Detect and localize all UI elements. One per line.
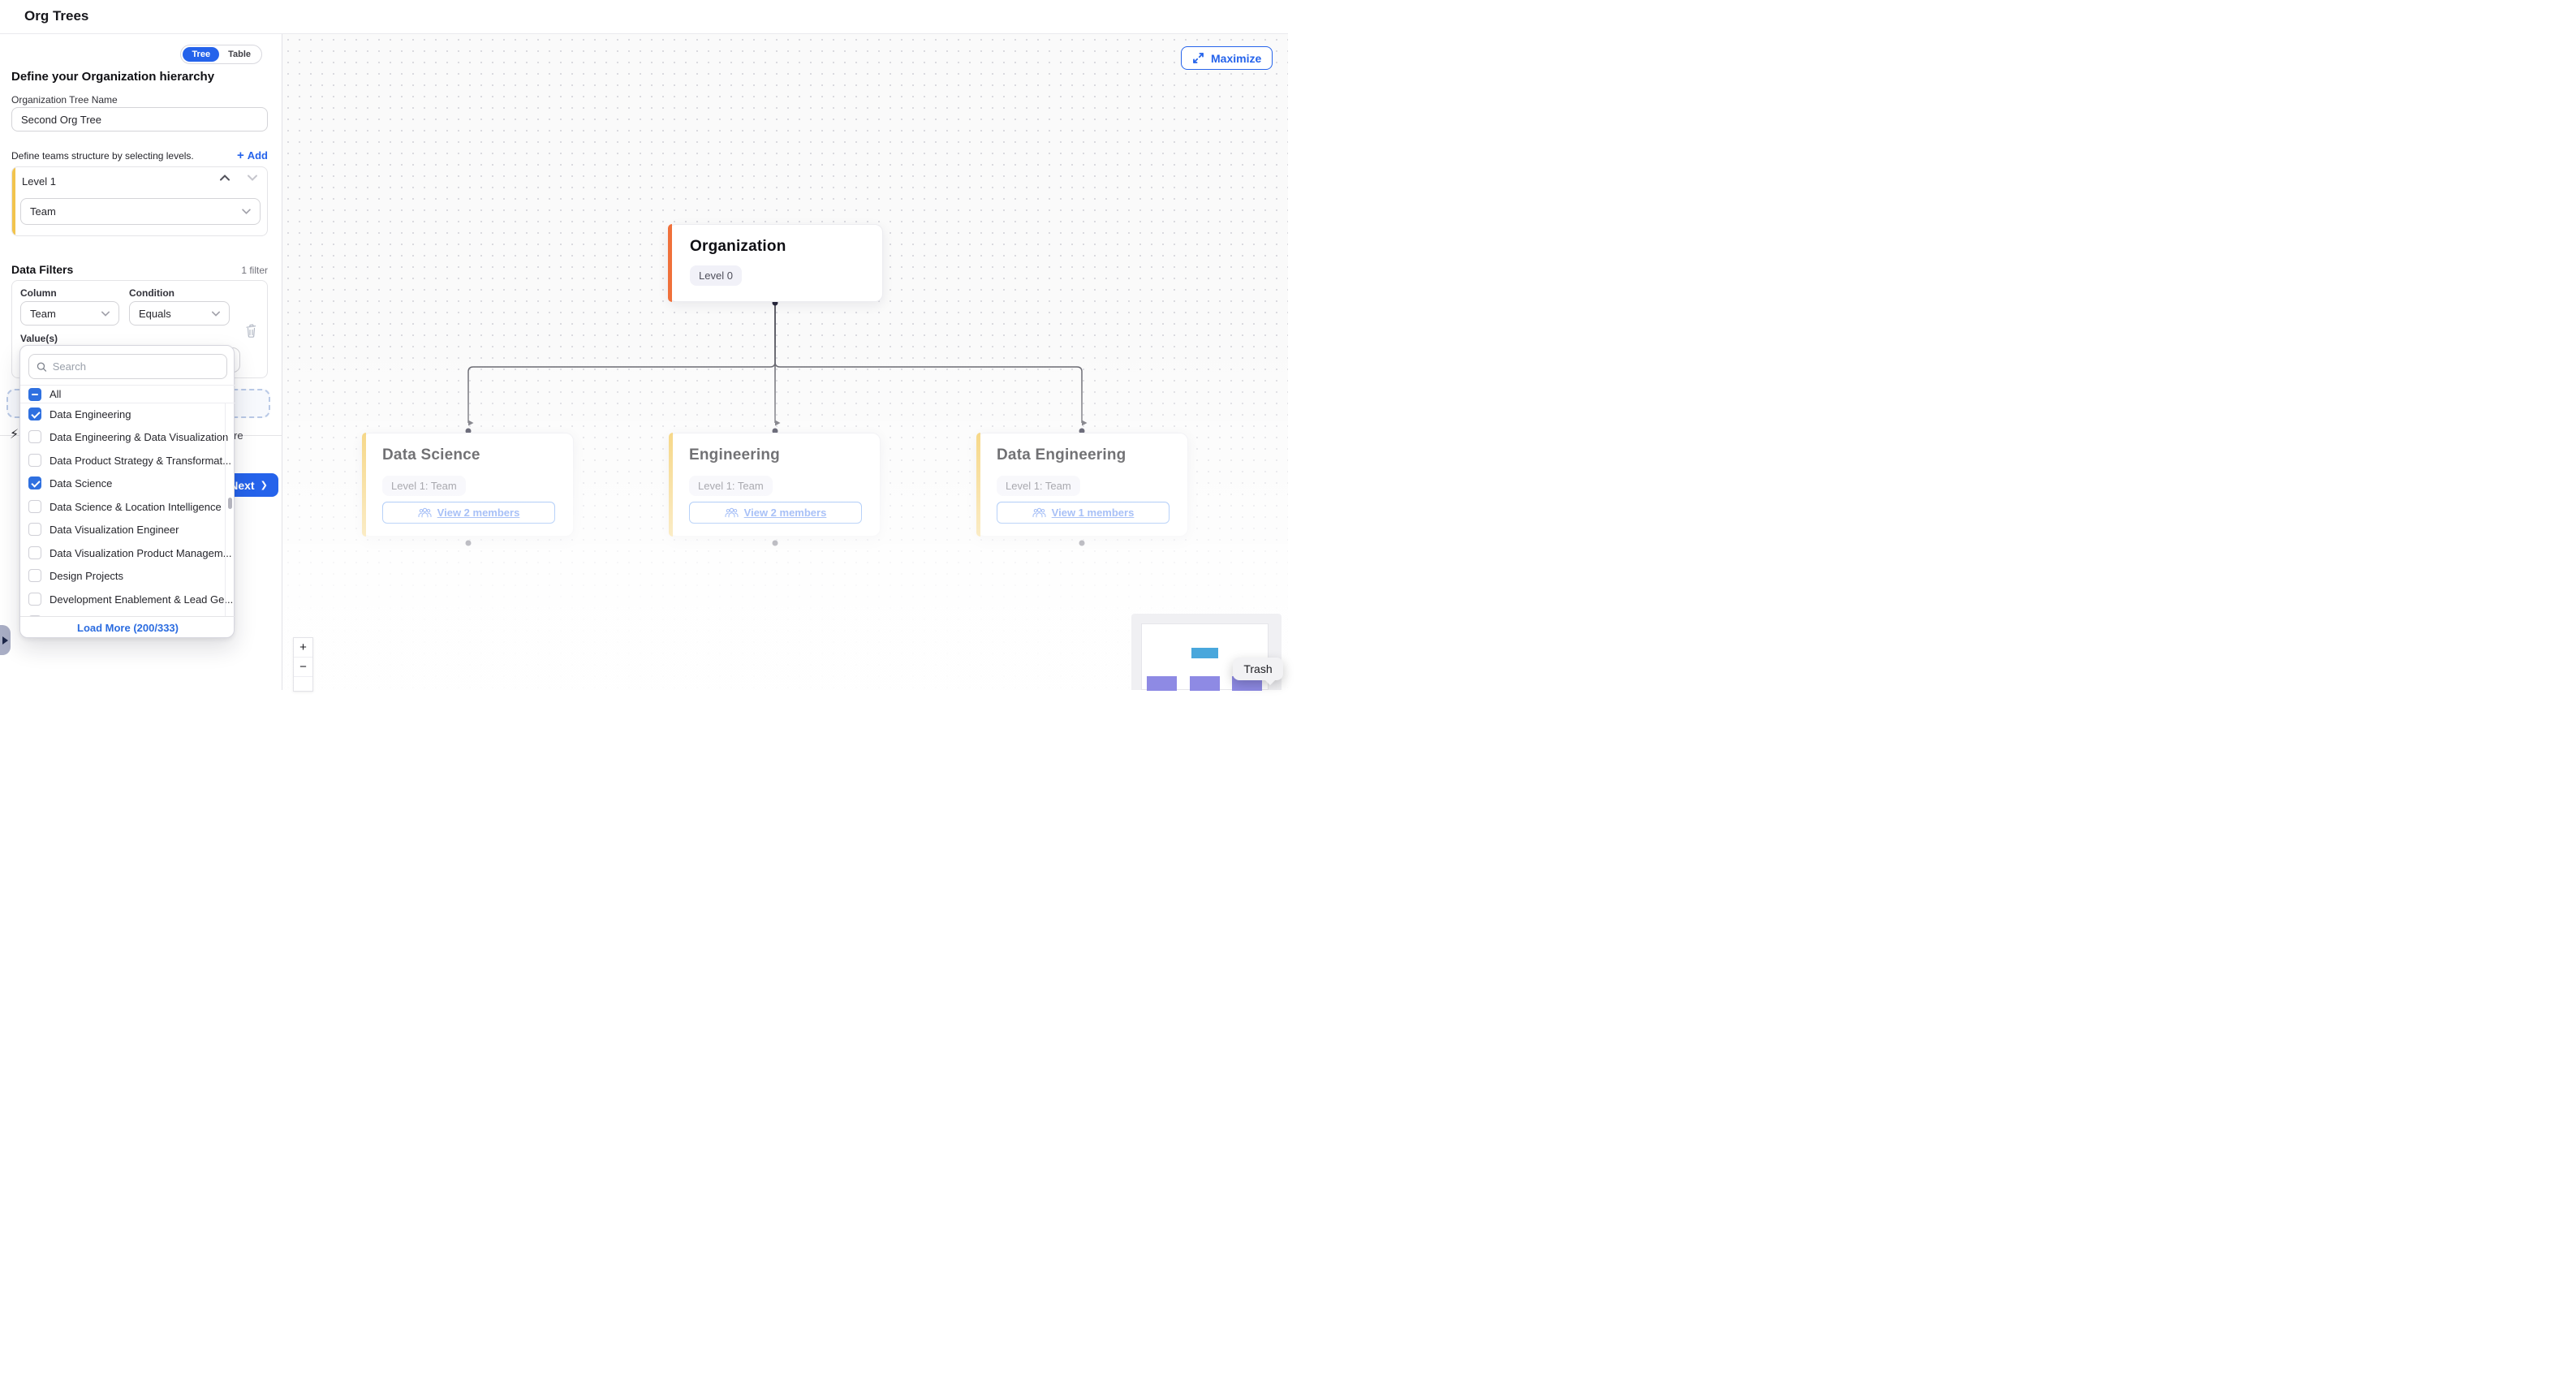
levels-description: Define teams structure by selecting leve… (11, 149, 194, 162)
item-checkbox[interactable] (28, 408, 41, 420)
list-item[interactable]: Development Enablement & Lead Ge... (20, 588, 233, 610)
item-checkbox[interactable] (28, 454, 41, 467)
dropdown-search[interactable] (28, 354, 227, 379)
org-node-root[interactable]: Organization Level 0 (668, 224, 883, 302)
item-checkbox[interactable] (28, 546, 41, 559)
list-item[interactable]: Design Projects (20, 564, 225, 587)
fit-view-button[interactable] (294, 677, 312, 691)
select-all-row[interactable]: All (20, 386, 235, 403)
item-checkbox[interactable] (28, 500, 41, 513)
values-label: Value(s) (20, 333, 58, 344)
minimap-viewport (1141, 623, 1269, 691)
zoom-in-button[interactable]: + (294, 638, 312, 658)
item-checkbox[interactable] (28, 430, 41, 443)
tree-name-label: Organization Tree Name (11, 94, 118, 106)
level-title: Level 1 (22, 175, 56, 188)
scrollbar-track (225, 403, 226, 616)
maximize-icon (1193, 53, 1204, 63)
node-level-badge: Level 0 (690, 265, 742, 286)
trash-tooltip: Trash (1233, 658, 1283, 680)
node-title: Organization (690, 238, 786, 255)
canvas-fade-overlay (282, 34, 1288, 690)
node-level-badge: Level 1: Team (382, 476, 466, 496)
data-filters-title: Data Filters (11, 263, 74, 276)
condition-label: Condition (129, 287, 174, 299)
view-members-button[interactable]: View 2 members (689, 502, 862, 524)
search-input[interactable] (52, 360, 219, 373)
item-checkbox[interactable] (28, 477, 41, 489)
delete-filter-icon[interactable] (245, 324, 257, 338)
chevron-down-icon (242, 209, 251, 214)
node-level-badge: Level 1: Team (689, 476, 773, 496)
app-header: Org Trees (0, 0, 1288, 34)
tree-name-input[interactable] (11, 107, 268, 132)
item-checkbox[interactable] (28, 569, 41, 582)
org-chart-canvas[interactable]: Organization Level 0 Data Science Level … (282, 34, 1288, 692)
list-item[interactable]: Data Science (20, 472, 225, 494)
list-item[interactable]: Data Science & Location Intelligence (20, 495, 225, 518)
node-title: Data Engineering (997, 446, 1126, 464)
zoom-controls: + − (293, 637, 313, 692)
org-node-engineering[interactable]: Engineering Level 1: Team View 2 members (669, 433, 881, 537)
list-item[interactable]: Data Engineering & Data Visualization (20, 425, 228, 448)
values-dropdown: All Data Engineering Data Engineering & … (19, 345, 235, 638)
scrollbar-thumb[interactable] (228, 498, 232, 509)
hidden-text-fragment: re (234, 429, 243, 442)
load-more-button[interactable]: Load More (200/333) (77, 622, 179, 634)
search-icon (37, 361, 47, 372)
column-label: Column (20, 287, 57, 299)
minimap[interactable] (1131, 614, 1282, 691)
item-checkbox[interactable] (28, 593, 41, 606)
view-members-button[interactable]: View 1 members (997, 502, 1170, 524)
lightning-icon: ⚡ (10, 428, 19, 442)
toggle-table[interactable]: Table (228, 50, 251, 59)
members-icon (1032, 507, 1046, 518)
minimap-child-node (1147, 676, 1177, 691)
maximize-button[interactable]: Maximize (1181, 46, 1273, 70)
move-up-icon[interactable] (220, 175, 230, 181)
item-checkbox[interactable] (28, 523, 41, 536)
minimap-root-node (1191, 648, 1218, 658)
members-icon (418, 507, 432, 518)
members-icon (725, 507, 739, 518)
level-type-select[interactable]: Team (20, 198, 261, 225)
list-item[interactable]: Data Visualization Product Managem... (20, 541, 232, 564)
toggle-tree[interactable]: Tree (183, 47, 220, 62)
sidebar-collapse-handle[interactable] (0, 625, 11, 655)
page-title: Org Trees (24, 8, 89, 24)
list-item[interactable]: Data Product Strategy & Transformat... (20, 449, 231, 472)
filter-count-badge: 1 filter (241, 265, 268, 276)
list-item[interactable]: Development & Portfolio Strat... (20, 610, 225, 616)
level-card: Level 1 Team (11, 166, 268, 236)
filter-column-select[interactable]: Team (20, 301, 119, 326)
filter-condition-select[interactable]: Equals (129, 301, 230, 326)
view-members-button[interactable]: View 2 members (382, 502, 555, 524)
dropdown-footer: Load More (200/333) (20, 616, 235, 639)
org-node-data-science[interactable]: Data Science Level 1: Team View 2 member… (362, 433, 574, 537)
node-title: Engineering (689, 446, 780, 464)
chevron-down-icon (212, 311, 220, 317)
dropdown-options-list: Data Engineering Data Engineering & Data… (20, 403, 235, 616)
divider (20, 385, 235, 386)
list-item[interactable]: Data Visualization Engineer (20, 518, 225, 541)
add-level-button[interactable]: +Add (236, 149, 268, 162)
node-level-badge: Level 1: Team (997, 476, 1080, 496)
minimap-child-node (1190, 676, 1220, 691)
list-item[interactable]: Data Engineering (20, 403, 225, 425)
chevron-down-icon (101, 311, 110, 317)
select-all-checkbox[interactable] (28, 387, 41, 401)
plus-icon: + (236, 149, 244, 162)
node-title: Data Science (382, 446, 480, 464)
chevron-right-icon: ❯ (260, 481, 268, 490)
zoom-out-button[interactable]: − (294, 658, 312, 677)
view-toggle: Tree Table (180, 45, 262, 64)
org-node-data-engineering[interactable]: Data Engineering Level 1: Team View 1 me… (976, 433, 1188, 537)
tree-connectors (465, 300, 1088, 546)
hierarchy-heading: Define your Organization hierarchy (11, 70, 215, 84)
move-down-icon[interactable] (248, 175, 257, 181)
